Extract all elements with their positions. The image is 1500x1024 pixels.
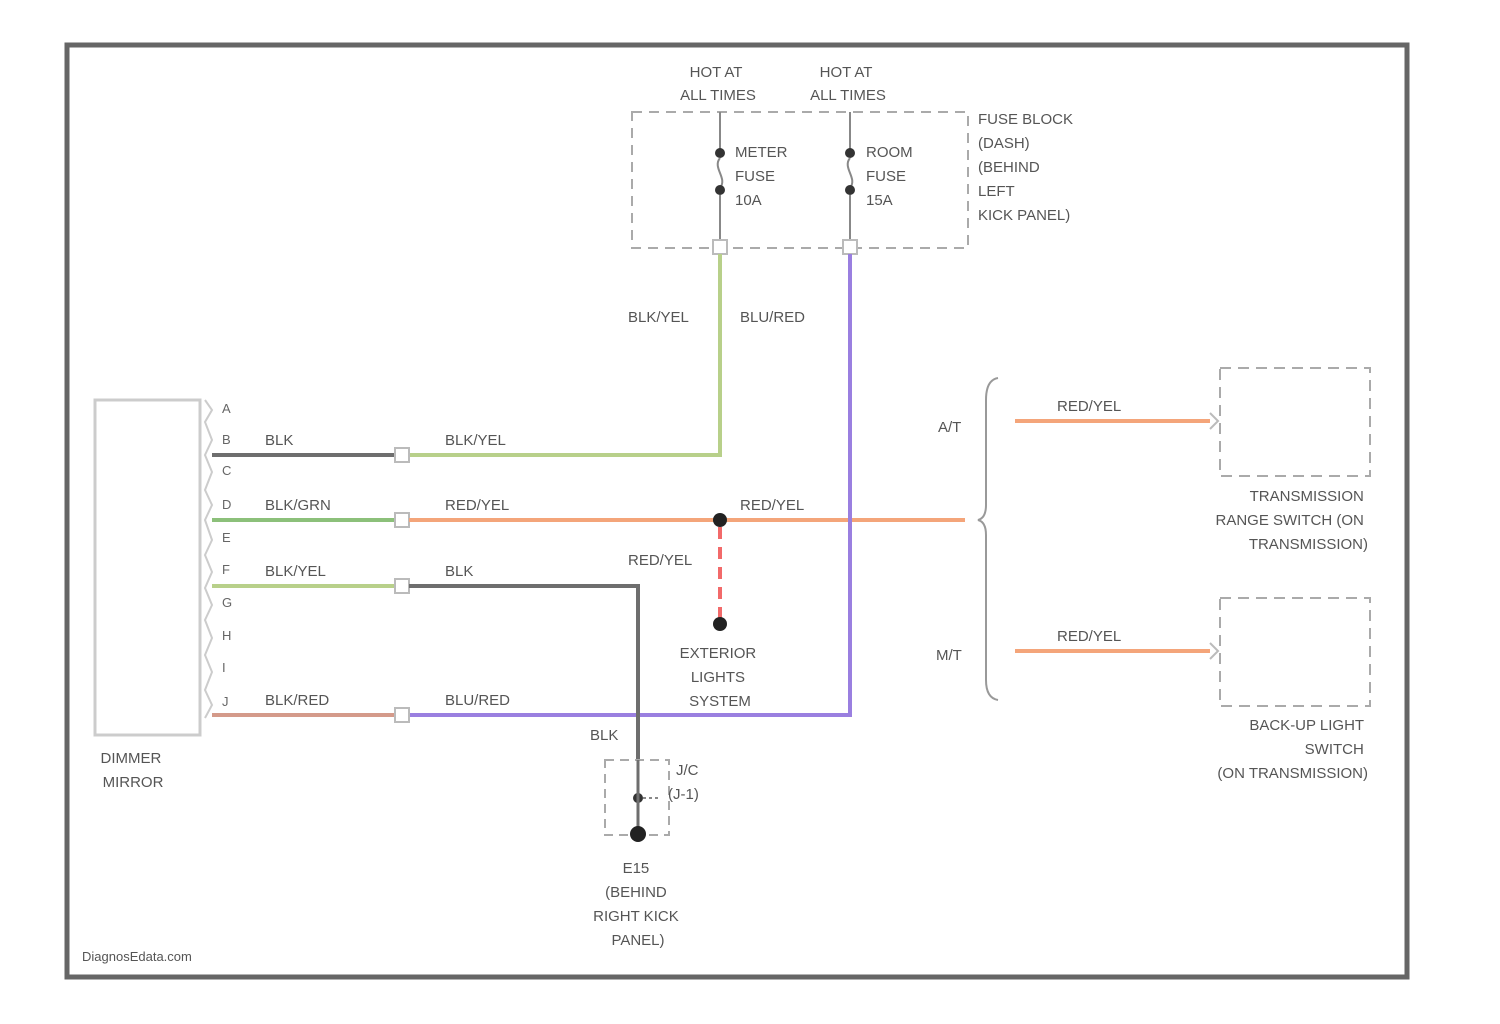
connector-f bbox=[395, 579, 409, 593]
pin-a: A bbox=[222, 401, 231, 416]
range-switch-label: TRANSMISSION RANGE SWITCH (ON TRANSMISSI… bbox=[1215, 488, 1368, 553]
wire-label-j: BLK/RED bbox=[265, 692, 329, 709]
dimmer-mirror-label: DIMMER MIRROR bbox=[101, 750, 166, 791]
range-switch-box bbox=[1220, 368, 1370, 476]
ground-label: E15 (BEHIND RIGHT KICK PANEL) bbox=[593, 860, 683, 949]
wire-label-f: BLK/YEL bbox=[265, 563, 326, 580]
wire-label-splice-right: RED/YEL bbox=[740, 497, 804, 514]
transmission-brace bbox=[978, 378, 998, 700]
hot-at-all-times-right: HOT AT ALL TIMES bbox=[810, 64, 886, 104]
mirror-connector bbox=[205, 400, 212, 718]
wire-label-meter-feed: BLK/YEL bbox=[628, 309, 689, 326]
wire-label-room-feed: BLU/RED bbox=[740, 309, 805, 326]
fuse-block-label: FUSE BLOCK (DASH) (BEHIND LEFT KICK PANE… bbox=[978, 111, 1077, 224]
wire-label-b: BLK bbox=[265, 432, 293, 449]
room-fuse-terminal bbox=[843, 240, 857, 254]
room-fuse bbox=[845, 112, 855, 240]
pin-f: F bbox=[222, 562, 230, 577]
pin-h: H bbox=[222, 628, 231, 643]
backup-switch-connector bbox=[1210, 643, 1218, 659]
backup-switch-label: BACK-UP LIGHT SWITCH (ON TRANSMISSION) bbox=[1217, 717, 1368, 782]
backup-switch-box bbox=[1220, 598, 1370, 706]
pin-d: D bbox=[222, 497, 231, 512]
connector-d bbox=[395, 513, 409, 527]
pin-e: E bbox=[222, 530, 231, 545]
joint-connector-label: J/C (J-1) bbox=[668, 762, 703, 803]
mirror-pin-letters: A B C D E F G H I J bbox=[222, 401, 232, 709]
fuse-block-box bbox=[632, 112, 968, 248]
wire-label-splice-down: RED/YEL bbox=[628, 552, 692, 569]
wire-label-harness-j: BLU/RED bbox=[445, 692, 510, 709]
wire-label-mt: RED/YEL bbox=[1057, 628, 1121, 645]
meter-fuse bbox=[715, 112, 725, 240]
connector-j bbox=[395, 708, 409, 722]
pin-g: G bbox=[222, 595, 232, 610]
wire-label-harness-d: RED/YEL bbox=[445, 497, 509, 514]
wire-label-harness-f: BLK bbox=[445, 563, 473, 580]
connector-b bbox=[395, 448, 409, 462]
exterior-lights-node bbox=[713, 617, 727, 631]
pin-b: B bbox=[222, 432, 231, 447]
at-label: A/T bbox=[938, 419, 961, 436]
meter-fuse-label: METER FUSE 10A bbox=[735, 144, 792, 209]
wire-meter-feed-blk-yel bbox=[405, 254, 720, 455]
pin-c: C bbox=[222, 463, 231, 478]
exterior-lights-label: EXTERIOR LIGHTS SYSTEM bbox=[680, 645, 761, 710]
mt-label: M/T bbox=[936, 647, 962, 664]
meter-fuse-terminal bbox=[713, 240, 727, 254]
splice-red-yel bbox=[713, 513, 727, 527]
pin-j: J bbox=[222, 694, 229, 709]
wire-label-at: RED/YEL bbox=[1057, 398, 1121, 415]
ground-point bbox=[630, 826, 646, 842]
wire-label-harness-b: BLK/YEL bbox=[445, 432, 506, 449]
wire-label-d: BLK/GRN bbox=[265, 497, 331, 514]
pin-i: I bbox=[222, 660, 226, 675]
room-fuse-label: ROOM FUSE 15A bbox=[866, 144, 917, 209]
hot-at-all-times-left: HOT AT ALL TIMES bbox=[680, 64, 756, 104]
range-switch-connector bbox=[1210, 413, 1218, 429]
dimmer-mirror-box bbox=[95, 400, 200, 735]
wire-label-ground: BLK bbox=[590, 727, 618, 744]
watermark: DiagnosEdata.com bbox=[82, 949, 192, 964]
